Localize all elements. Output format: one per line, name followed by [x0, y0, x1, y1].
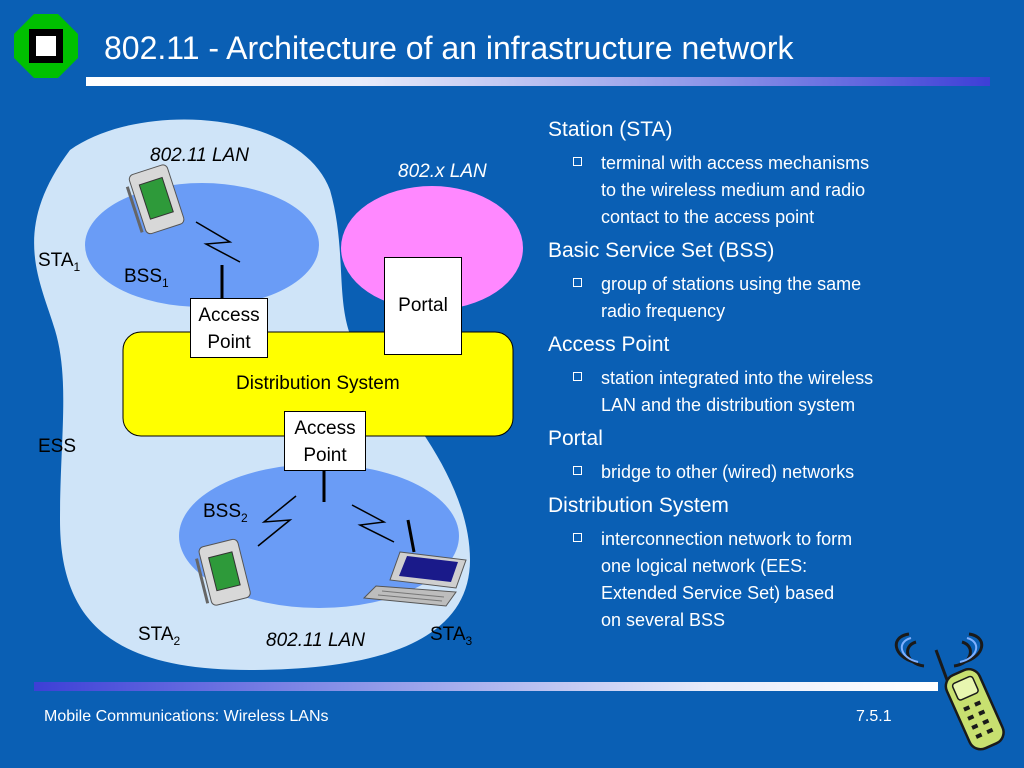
term-station: Station (STA) [548, 118, 673, 141]
bullet-icon [573, 533, 582, 542]
lan-bottom-label: 802.11 LAN [266, 630, 365, 651]
ess-label: ESS [38, 436, 77, 457]
title-underline [86, 77, 990, 86]
radio-signal-3 [351, 504, 395, 543]
architecture-diagram [34, 119, 523, 671]
bullet-icon [573, 372, 582, 381]
lan-x-label: 802.x LAN [398, 161, 487, 182]
sta1-label: STA1 [38, 250, 81, 274]
bss2-label: BSS2 [203, 501, 248, 525]
bss2-area [179, 464, 459, 608]
portal-label: Portal [398, 295, 448, 316]
footer-course-title: Mobile Communications: Wireless LANs [44, 708, 329, 725]
distribution-system-label: Distribution System [236, 373, 400, 394]
sta2-label: STA2 [138, 624, 181, 648]
radio-signal-2 [257, 495, 297, 547]
definitions-list: Station (STA) terminal with access mecha… [548, 118, 968, 642]
term-distribution-system: Distribution System [548, 494, 729, 517]
footer-slide-number: 7.5.1 [856, 708, 892, 725]
bullet-icon [573, 157, 582, 166]
bss1-label: BSS1 [124, 266, 169, 290]
access-point-2-box [284, 411, 366, 471]
access-point-1-box [190, 298, 268, 358]
page-title: 802.11 - Architecture of an infrastructu… [104, 30, 794, 66]
university-logo [14, 14, 78, 78]
bss1-area [85, 183, 319, 307]
radio-signal-1 [195, 221, 241, 263]
laptop-sta3-icon [362, 519, 467, 607]
term-portal: Portal [548, 427, 603, 450]
footer-divider [34, 682, 938, 691]
term-bss: Basic Service Set (BSS) [548, 239, 775, 262]
definition-portal: bridge to other (wired) networks [548, 459, 968, 486]
sta3-label: STA3 [430, 624, 473, 648]
bullet-icon [573, 466, 582, 475]
lan-top-label: 802.11 LAN [150, 145, 249, 166]
pda-sta1-icon [125, 164, 185, 235]
mobile-phone-icon [895, 632, 1005, 751]
bullet-icon [573, 278, 582, 287]
pda-sta2-icon [195, 538, 251, 606]
portal-box [384, 257, 462, 355]
term-access-point: Access Point [548, 333, 670, 356]
